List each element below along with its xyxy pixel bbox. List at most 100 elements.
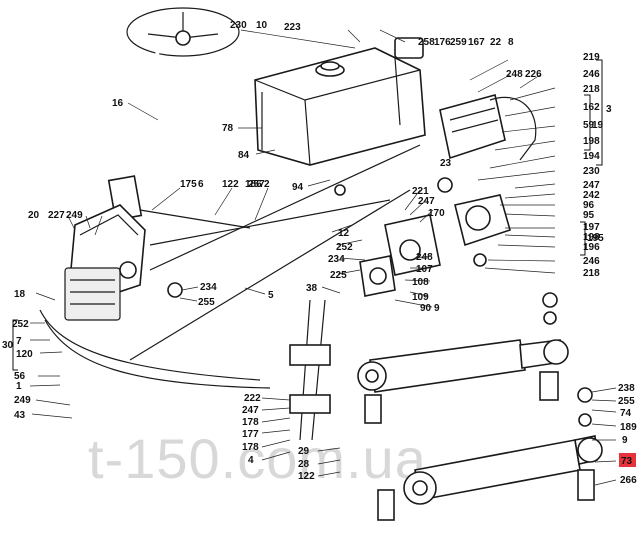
- bracket-30: [12, 319, 18, 371]
- callout-label-186: 186: [245, 179, 262, 190]
- callout-label-95: 95: [583, 210, 595, 221]
- callout-label-9: 9: [622, 435, 628, 446]
- callout-label-198: 198: [583, 232, 600, 243]
- callout-label-230: 230: [230, 20, 247, 31]
- callout-label-247: 247: [242, 405, 259, 416]
- callout-label-5: 5: [268, 290, 274, 301]
- callout-label-246: 246: [583, 256, 600, 267]
- hydraulic-tank: [254, 37, 426, 166]
- steering-wheel: [126, 7, 240, 57]
- callout-label-258: 258: [418, 37, 435, 48]
- callout-label-246: 246: [583, 69, 600, 80]
- callout-label-177: 177: [242, 429, 259, 440]
- callout-label-167: 167: [468, 37, 485, 48]
- callout-label-175: 175: [180, 179, 197, 190]
- callout-label-226: 226: [525, 69, 542, 80]
- callout-label-238: 238: [618, 383, 635, 394]
- highlight-marker: [619, 453, 636, 467]
- callout-label-107: 107: [416, 264, 433, 275]
- hydraulic-pump: [359, 194, 511, 297]
- callout-label-29: 29: [298, 446, 310, 457]
- callout-label-247: 247: [418, 196, 435, 207]
- callout-label-22: 22: [490, 37, 502, 48]
- flow-divider: [289, 299, 331, 441]
- callout-label-234: 234: [200, 282, 217, 293]
- callout-label-12: 12: [338, 228, 350, 239]
- callout-label-16: 16: [112, 98, 124, 109]
- steering-gearbox: [64, 204, 146, 321]
- bracket-3: [596, 59, 603, 166]
- callout-label-59: 59: [583, 120, 595, 131]
- callout-label-6: 6: [198, 179, 204, 190]
- callout-label-28: 28: [298, 459, 310, 470]
- callout-label-225: 225: [330, 270, 347, 281]
- callout-label-255: 255: [198, 297, 215, 308]
- small-fittings: [167, 177, 595, 521]
- callout-label-10: 10: [256, 20, 268, 31]
- callout-label-108: 108: [412, 277, 429, 288]
- callout-label-94: 94: [292, 182, 304, 193]
- callout-label-176: 176: [434, 37, 451, 48]
- callout-label-247: 247: [583, 180, 600, 191]
- callout-label-2: 2: [264, 179, 270, 190]
- callout-label-23: 23: [440, 158, 452, 169]
- callout-label-242: 242: [583, 190, 600, 201]
- leader-lines: [29, 29, 617, 486]
- callout-label-189: 189: [620, 422, 637, 433]
- callout-label-43: 43: [14, 410, 26, 421]
- callout-label-122: 122: [298, 471, 315, 482]
- callout-label-259: 259: [450, 37, 467, 48]
- bracket-195: [580, 221, 586, 256]
- callout-label-3: 3: [606, 104, 612, 115]
- callout-label-30: 30: [2, 340, 14, 351]
- lower-cylinder: [403, 435, 603, 505]
- callout-label-162: 162: [583, 102, 600, 113]
- steering-column: [107, 49, 160, 221]
- callout-label-219: 219: [583, 52, 600, 63]
- upper-cylinder: [357, 339, 569, 393]
- callout-label-4: 4: [248, 455, 254, 466]
- callout-label-266: 266: [620, 475, 637, 486]
- callout-label-90: 90: [420, 303, 432, 314]
- callout-label-8: 8: [508, 37, 514, 48]
- callout-label-218: 218: [583, 84, 600, 95]
- callout-label-178: 178: [242, 417, 259, 428]
- callout-label-109: 109: [412, 292, 429, 303]
- callout-label-18: 18: [14, 289, 26, 300]
- callout-label-20: 20: [28, 210, 40, 221]
- callout-label-120: 120: [16, 349, 33, 360]
- callout-label-249: 249: [14, 395, 31, 406]
- callout-label-197: 197: [583, 222, 600, 233]
- callout-label-198: 198: [583, 136, 600, 147]
- callout-label-56: 56: [14, 371, 26, 382]
- callout-label-221: 221: [412, 186, 429, 197]
- callout-label-9: 9: [434, 303, 440, 314]
- callout-label-195: 195: [587, 233, 604, 244]
- callout-label-84: 84: [238, 150, 250, 161]
- callout-label-19: 19: [592, 120, 604, 131]
- callout-label-248: 248: [416, 252, 433, 263]
- drag-links: [39, 144, 421, 389]
- callout-label-7: 7: [16, 336, 22, 347]
- callout-label-223: 223: [284, 22, 301, 33]
- callout-label-255: 255: [618, 396, 635, 407]
- callout-label-38: 38: [306, 283, 318, 294]
- callout-label-122: 122: [222, 179, 239, 190]
- callout-label-178: 178: [242, 442, 259, 453]
- callout-label-170: 170: [428, 208, 445, 219]
- callout-label-96: 96: [583, 200, 595, 211]
- callout-label-222: 222: [244, 393, 261, 404]
- distributor-block: [439, 94, 537, 161]
- callout-label-252: 252: [12, 319, 29, 330]
- callout-label-78: 78: [222, 123, 234, 134]
- callout-label-74: 74: [620, 408, 632, 419]
- callout-label-73: 73: [621, 456, 633, 467]
- callout-label-1: 1: [16, 381, 22, 392]
- callout-label-252: 252: [336, 242, 353, 253]
- callout-label-227: 227: [48, 210, 65, 221]
- callout-label-234: 234: [328, 254, 345, 265]
- bracket-19: [584, 94, 591, 151]
